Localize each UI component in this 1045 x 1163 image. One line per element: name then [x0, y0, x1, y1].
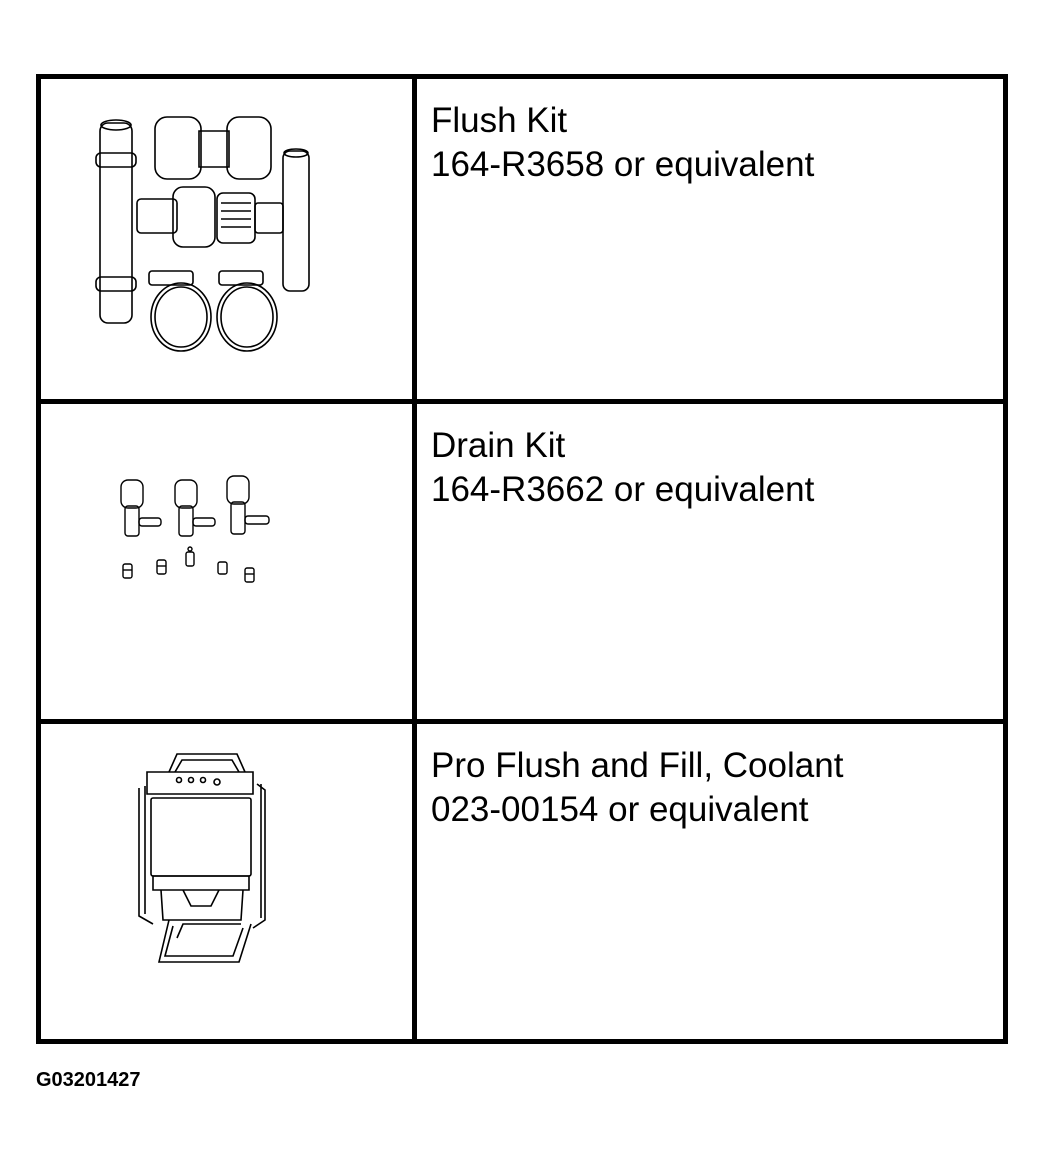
tool-description-cell: Flush Kit 164-R3658 or equivalent [417, 79, 1003, 399]
tool-part-number: 164-R3658 or equivalent [431, 145, 815, 184]
tool-row-drain-kit: Drain Kit 164-R3662 or equivalent [41, 399, 1003, 719]
tool-part-number: 023-00154 or equivalent [431, 790, 809, 829]
tool-description-cell: Pro Flush and Fill, Coolant 023-00154 or… [417, 724, 1003, 1039]
tool-name: Flush Kit [431, 101, 568, 140]
tool-illustration-cell [41, 404, 417, 719]
tool-name: Pro Flush and Fill, Coolant [431, 746, 844, 785]
coolant-flush-machine-illustration-icon [41, 724, 417, 1039]
flush-kit-illustration-icon [41, 79, 417, 399]
tool-table: Flush Kit 164-R3658 or equivalent [36, 74, 1008, 1044]
figure-code: G03201427 [36, 1069, 141, 1091]
drain-kit-illustration-icon [41, 404, 417, 719]
tool-description-cell: Drain Kit 164-R3662 or equivalent [417, 404, 1003, 719]
tool-row-flush-kit: Flush Kit 164-R3658 or equivalent [41, 79, 1003, 399]
tool-illustration-cell [41, 79, 417, 399]
tool-part-number: 164-R3662 or equivalent [431, 470, 815, 509]
tool-name: Drain Kit [431, 426, 566, 465]
tool-row-pro-flush-and-fill: Pro Flush and Fill, Coolant 023-00154 or… [41, 719, 1003, 1039]
tool-illustration-cell [41, 724, 417, 1039]
